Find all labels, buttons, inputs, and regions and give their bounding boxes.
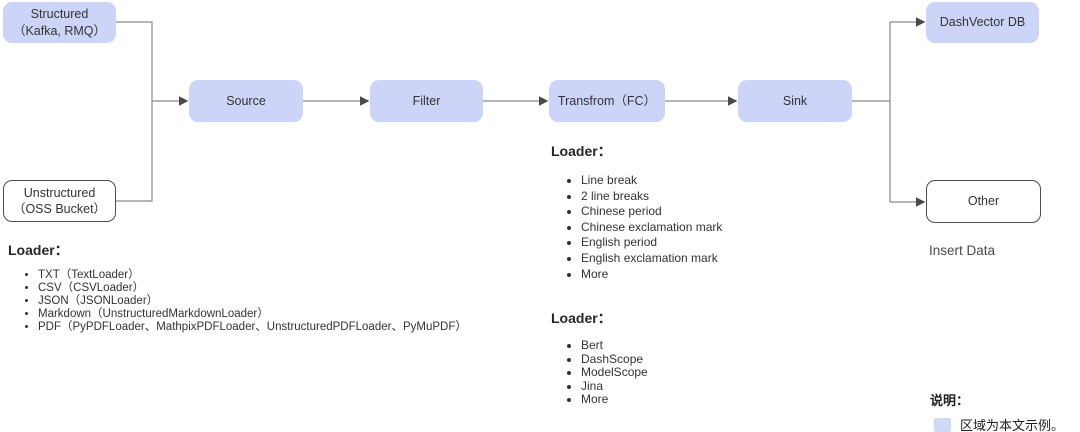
list-item: More bbox=[581, 267, 722, 283]
list-item: Line break bbox=[581, 173, 722, 189]
list-item: Bert bbox=[581, 338, 648, 353]
loader-embeddings-heading: Loader： bbox=[551, 310, 612, 326]
list-item: Chinese period bbox=[581, 204, 722, 220]
list-item: CSV（CSVLoader） bbox=[38, 282, 467, 295]
list-item: Markdown（UnstructuredMarkdownLoader） bbox=[38, 308, 467, 321]
loader-splitters-heading: Loader： bbox=[551, 143, 612, 159]
legend-row: 区域为本文示例。 bbox=[934, 415, 1064, 432]
loader-splitters-block: Loader： Line break 2 line breaks Chinese… bbox=[551, 141, 722, 282]
node-transform-fc: Transfrom（FC） bbox=[549, 80, 665, 122]
list-item: English exclamation mark bbox=[581, 251, 722, 267]
list-item: Chinese exclamation mark bbox=[581, 220, 722, 236]
legend-title: 说明： bbox=[930, 393, 970, 408]
list-item: DashScope bbox=[581, 352, 648, 367]
node-dashvector-db: DashVector DB bbox=[926, 2, 1039, 43]
loader-embeddings-block: Loader： Bert DashScope ModelScope Jina M… bbox=[551, 308, 648, 407]
loader-embeddings-list: Bert DashScope ModelScope Jina More bbox=[551, 338, 648, 407]
node-other: Other bbox=[926, 180, 1041, 223]
list-item: PDF（PyPDFLoader、MathpixPDFLoader、Unstruc… bbox=[38, 321, 467, 334]
legend: 说明： 区域为本文示例。 bbox=[930, 390, 1064, 432]
connector-left-merge bbox=[116, 21, 153, 202]
list-item: 2 line breaks bbox=[581, 189, 722, 205]
loader-sources-heading: Loader： bbox=[8, 242, 69, 258]
node-structured: Structured （Kafka, RMQ） bbox=[3, 2, 116, 43]
legend-swatch bbox=[934, 417, 951, 432]
legend-text: 区域为本文示例。 bbox=[960, 418, 1065, 432]
list-item: Jina bbox=[581, 379, 648, 394]
list-item: ModelScope bbox=[581, 365, 648, 380]
list-item: JSON（JSONLoader） bbox=[38, 295, 467, 308]
node-filter: Filter bbox=[370, 80, 483, 122]
connector-right-split bbox=[852, 22, 891, 202]
list-item: English period bbox=[581, 235, 722, 251]
node-unstructured: Unstructured （OSS Bucket） bbox=[3, 180, 116, 222]
list-item: TXT（TextLoader） bbox=[38, 269, 467, 282]
loader-sources-block: Loader： TXT（TextLoader） CSV（CSVLoader） J… bbox=[8, 240, 467, 334]
node-sink: Sink bbox=[738, 80, 852, 122]
loader-sources-list: TXT（TextLoader） CSV（CSVLoader） JSON（JSON… bbox=[8, 269, 467, 334]
loader-splitters-list: Line break 2 line breaks Chinese period … bbox=[551, 173, 722, 282]
node-source: Source bbox=[189, 80, 303, 122]
list-item: More bbox=[581, 392, 648, 407]
insert-data-caption: Insert Data bbox=[929, 243, 996, 258]
